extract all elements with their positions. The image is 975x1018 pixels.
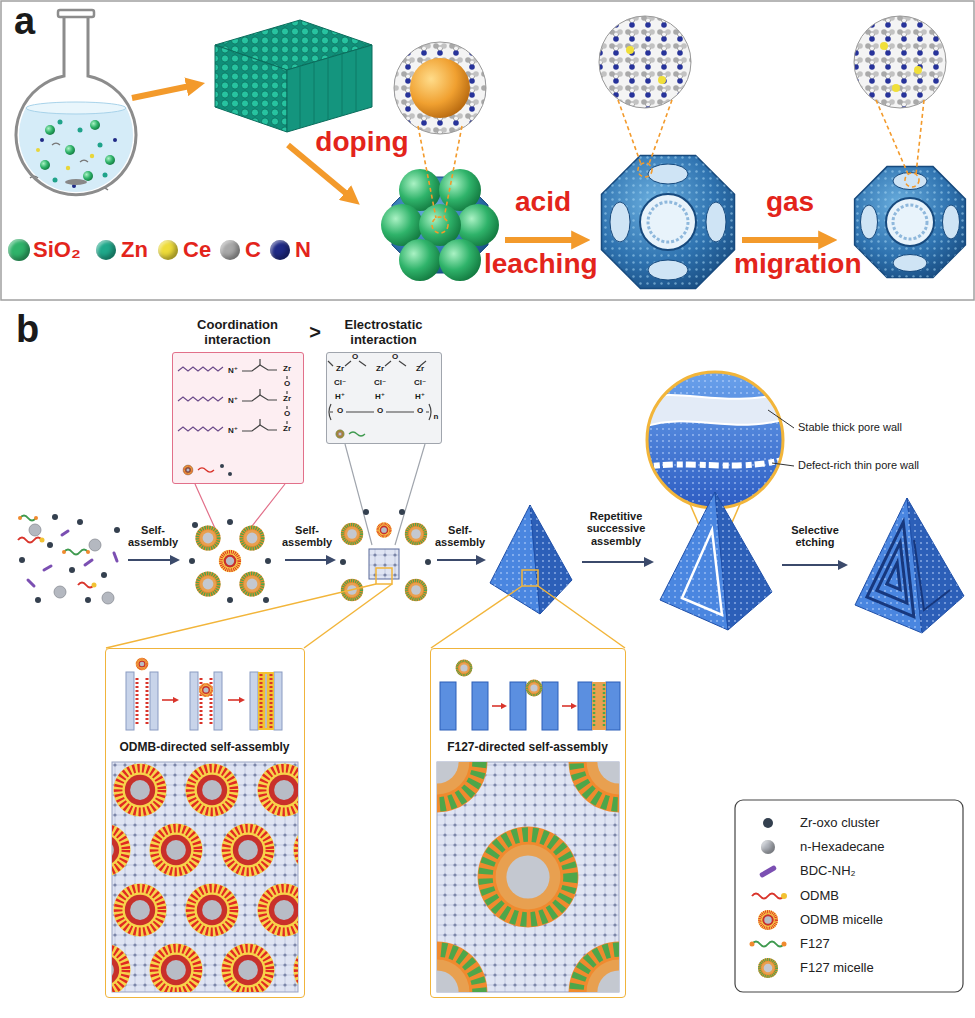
inset-leaders [106, 584, 625, 648]
panel-letter: a [14, 2, 54, 40]
legend-text: ODMB [800, 889, 839, 903]
atom-label: Zr [279, 425, 295, 434]
legend-text: F127 micelle [800, 961, 874, 975]
interaction-box-fills [172, 352, 442, 484]
legend-text: Ce [183, 238, 211, 262]
zoom-ball-migrated [854, 16, 946, 187]
legend-text: ODMB micelle [800, 913, 883, 927]
legend-swatch [220, 240, 240, 260]
legend-text: N [295, 238, 311, 262]
atom-label: N⁺ [226, 427, 240, 436]
atom-label: O [282, 410, 292, 419]
legend-swatch [8, 239, 30, 261]
box-heading: Electrostatic interaction [329, 318, 439, 348]
step-label: gas [762, 188, 818, 216]
ion-label: Cl⁻ [331, 379, 349, 388]
octahedron-1 [490, 505, 572, 614]
panel-a-frame [1, 1, 974, 300]
legend-text: Zr-oxo cluster [800, 816, 879, 830]
electrostatic-chemistry [328, 361, 431, 438]
arrow-label: Self-assembly [125, 524, 181, 549]
atom-label: O [375, 407, 385, 416]
assembly-inset: ODMB-directed self-assembly [105, 648, 305, 998]
box-title: ODMB-directed self-assembly [116, 741, 292, 755]
legend-swatch [763, 818, 773, 828]
legend-frame [735, 800, 963, 992]
atom-label: Zr [279, 395, 295, 404]
repeat-index: n [432, 413, 440, 422]
callout-label: Stable thick pore wall [798, 421, 902, 433]
ion-label: H⁺ [373, 393, 387, 402]
step-label: migration [734, 250, 862, 278]
micelle-assembly-2 [340, 509, 431, 601]
atom-label: Zr [412, 365, 428, 374]
atom-label: O [282, 380, 292, 389]
atom-label: O [415, 407, 425, 416]
step-label: doping [312, 128, 412, 156]
step-label: leaching [484, 250, 598, 278]
zoom-ball-leached [599, 16, 691, 177]
f127-mechanism [440, 660, 620, 730]
hollow-polyhedron [855, 167, 966, 278]
arrow-label: Self-assembly [279, 524, 335, 549]
legend-text: n-Hexadecane [800, 840, 885, 854]
atom-label: O [335, 407, 345, 416]
atom-label: Zr [279, 365, 295, 374]
octahedron-2 [660, 492, 772, 630]
hollow-polyhedron [602, 156, 735, 289]
atom-label: O [350, 353, 360, 362]
ion-label: Cl⁻ [411, 379, 429, 388]
micelle-assembly-1 [189, 519, 271, 603]
box-heading: Coordination interaction [183, 318, 293, 348]
legend-text: F127 [800, 937, 830, 951]
legend-swatch [158, 240, 178, 260]
box-title: F127-directed self-assembly [444, 741, 611, 755]
legend-text: BDC-NH₂ [800, 864, 856, 878]
atom-label: N⁺ [226, 397, 240, 406]
ion-label: Cl⁻ [371, 379, 389, 388]
step-label: acid [510, 188, 576, 216]
legend-swatch [96, 240, 116, 260]
arrow-label: Selective etching [783, 524, 847, 549]
odmb-mesostructure [77, 762, 346, 997]
odmb-mechanism [126, 658, 282, 730]
assembly-inset: F127-directed self-assembly [430, 648, 626, 998]
legend-swatch [761, 840, 775, 854]
atom-label: N⁺ [226, 367, 240, 376]
legend-text: C [245, 238, 261, 262]
coordination-chemistry [178, 359, 287, 476]
legend-text: SiO₂ [33, 238, 81, 262]
legend-text: Zn [121, 238, 148, 262]
silica-template-cluster [381, 169, 499, 281]
mof-crystal-block [215, 20, 372, 132]
precursor-mixture [18, 514, 120, 604]
atom-label: Zr [332, 365, 348, 374]
atom-label: Zr [372, 365, 388, 374]
comparison-sign: > [306, 322, 324, 342]
legend-swatch [270, 240, 290, 260]
octahedron-3 [855, 498, 964, 633]
ion-label: H⁺ [413, 393, 427, 402]
ion-label: H⁺ [333, 393, 347, 402]
arrow-label: Self-assembly [432, 524, 488, 549]
arrow-label: Repetitive successive assembly [578, 510, 654, 547]
callout-label: Defect-rich thin pore wall [798, 459, 919, 471]
atom-label: O [390, 353, 400, 362]
panel-letter: b [16, 310, 56, 348]
